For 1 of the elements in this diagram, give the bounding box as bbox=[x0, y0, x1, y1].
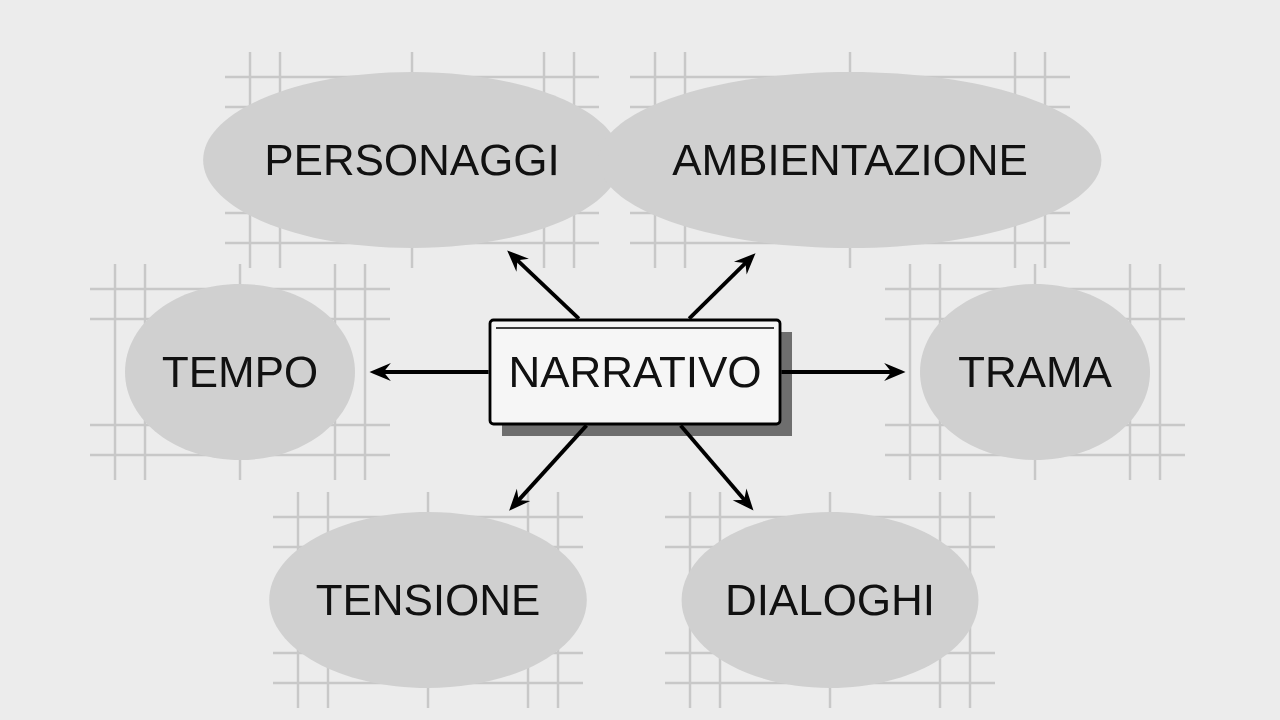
process-box: NARRATIVO bbox=[488, 318, 792, 436]
